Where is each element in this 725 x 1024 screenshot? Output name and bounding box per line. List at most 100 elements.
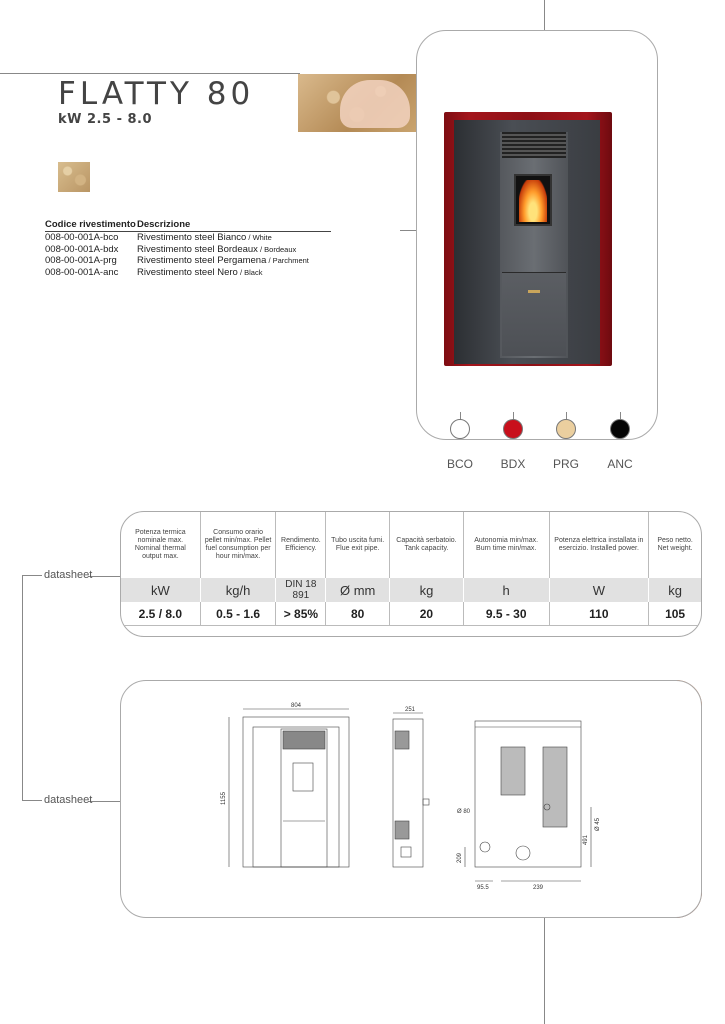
spec-unit: Ø mm — [326, 578, 391, 602]
spec-header: Potenza termica nominale max. Nominal th… — [121, 512, 201, 578]
air-diameter: Ø 45 — [595, 817, 601, 831]
connector-line — [400, 230, 416, 231]
spec-header-row: Potenza termica nominale max. Nominal th… — [121, 512, 701, 578]
header-rule — [0, 73, 300, 74]
dim-239: 239 — [533, 885, 544, 891]
description-it: Rivestimento steel Nero — [137, 266, 238, 278]
width-dimension: 804 — [291, 703, 302, 709]
color-swatch-anc[interactable] — [610, 419, 630, 439]
color-label-prg: PRG — [552, 457, 579, 471]
description-en: / Bordeaux — [257, 244, 297, 254]
pellet-thumbnail — [58, 162, 90, 192]
spec-value: 0.5 - 1.6 — [201, 602, 277, 625]
description-it: Rivestimento steel Bianco — [137, 232, 247, 243]
rear-view — [464, 720, 592, 882]
product-title: FLATTY 80 — [58, 76, 255, 112]
top-guide-line — [544, 0, 545, 30]
spec-header: Capacità serbatoio. Tank capacity. — [390, 512, 464, 578]
description-cell: Rivestimento steel Bordeaux / Bordeaux — [137, 244, 331, 256]
depth-dimension: 251 — [405, 707, 416, 713]
code-cell: 008-00-001A-anc — [45, 266, 119, 278]
front-grille — [282, 730, 326, 750]
spec-header: Potenza elettrica installata in esercizi… — [550, 512, 650, 578]
datasheet-tick-1 — [22, 575, 42, 576]
spec-value: 80 — [326, 602, 391, 625]
rear-vent-left — [500, 746, 526, 796]
description-it: Rivestimento steel Bordeaux — [137, 243, 258, 255]
spec-header: Tubo uscita fumi. Flue exit pipe. — [326, 512, 391, 578]
spec-header: Consumo orario pellet min/max. Pellet fu… — [201, 512, 277, 578]
description-it: Rivestimento steel Pergamena — [137, 255, 267, 266]
product-image-card — [416, 30, 658, 440]
code-cell: 008-00-001A-bco — [45, 232, 119, 243]
front-view — [228, 708, 350, 868]
side-outline — [392, 718, 424, 868]
flame-icon — [519, 180, 547, 222]
pellet-hands-image — [298, 74, 416, 132]
technical-drawing: 804 1155 251 Ø 80 Ø 45 209 — [221, 703, 601, 891]
power-range: kW 2.5 - 8.0 — [58, 112, 153, 127]
description-cell: Rivestimento steel Bianco / White — [137, 232, 331, 244]
spec-unit: W — [550, 578, 650, 602]
color-swatch-bco[interactable] — [450, 419, 470, 439]
spec-table-card: Potenza termica nominale max. Nominal th… — [120, 511, 702, 637]
datasheet-tick-2 — [22, 800, 42, 801]
code-row: 008-00-001A-prg Rivestimento steel Perga… — [45, 255, 331, 267]
spec-value: 110 — [550, 602, 650, 625]
color-label-anc: ANC — [607, 457, 633, 471]
height-dimension: 1155 — [221, 791, 227, 805]
air-intake — [543, 803, 551, 811]
side-connector — [400, 846, 412, 858]
code-row: 008-00-001A-bco Rivestimento steel Bianc… — [45, 232, 331, 244]
spec-unit-row: kW kg/h DIN 18 891 Ø mm kg h W kg — [121, 578, 701, 602]
color-swatch-bdx[interactable] — [503, 419, 523, 439]
spec-unit: kg — [390, 578, 464, 602]
dim-491: 491 — [583, 834, 589, 845]
side-flue — [422, 798, 430, 806]
spec-unit: DIN 18 891 — [276, 578, 327, 602]
code-row: 008-00-001A-bdx Rivestimento steel Borde… — [45, 244, 331, 256]
datasheet-label: datasheet — [44, 569, 93, 581]
color-label-bdx: BDX — [500, 457, 526, 471]
spec-value-row: 2.5 / 8.0 0.5 - 1.6 > 85% 80 20 9.5 - 30… — [121, 602, 701, 626]
technical-drawing-card: 804 1155 251 Ø 80 Ø 45 209 — [120, 680, 702, 918]
swatch-stem — [513, 412, 514, 424]
side-vent-bottom — [394, 820, 410, 840]
datasheet-line-2 — [88, 801, 120, 802]
spec-header: Peso netto. Net weight. — [657, 537, 693, 552]
spec-header: Autonomia min/max. Burn time min/max. — [464, 512, 550, 578]
code-header: Codice rivestimento — [45, 219, 136, 230]
code-cell: 008-00-001A-bdx — [45, 243, 119, 255]
stove-grille — [502, 132, 566, 158]
description-en: / White — [246, 233, 272, 242]
color-swatch-prg[interactable] — [556, 419, 576, 439]
spec-header: Rendimento. Efficiency. — [276, 512, 327, 578]
description-header: Descrizione — [137, 219, 191, 230]
flue-outlet — [479, 841, 491, 853]
datasheet-bracket — [22, 575, 23, 800]
spec-unit: kW — [121, 578, 201, 602]
code-row: 008-00-001A-anc Rivestimento steel Nero … — [45, 267, 331, 279]
color-label-bco: BCO — [446, 457, 473, 471]
stove-logo — [528, 290, 540, 293]
code-cell: 008-00-001A-prg — [45, 255, 117, 266]
rear-outline — [474, 720, 582, 868]
finish-code-table: Codice rivestimento Descrizione 008-00-0… — [45, 219, 331, 278]
stove-lower-door — [502, 272, 566, 356]
flue-diameter: Ø 80 — [457, 809, 471, 815]
dim-209: 209 — [457, 852, 463, 863]
swatch-stem — [566, 412, 567, 424]
swatch-stem — [460, 412, 461, 424]
datasheet-label: datasheet — [44, 794, 93, 806]
description-en: / Parchment — [266, 256, 309, 265]
spec-unit: h — [464, 578, 550, 602]
swatch-stem — [620, 412, 621, 424]
spec-value: 2.5 / 8.0 — [121, 602, 201, 625]
spec-value: 105 — [665, 606, 686, 621]
description-cell: Rivestimento steel Nero / Black — [137, 267, 331, 279]
rear-fan — [515, 845, 531, 861]
description-cell: Rivestimento steel Pergamena / Parchment — [137, 255, 331, 267]
rear-vent-right — [542, 746, 568, 828]
dim-95: 95.5 — [477, 885, 489, 891]
spec-value: 9.5 - 30 — [464, 602, 550, 625]
